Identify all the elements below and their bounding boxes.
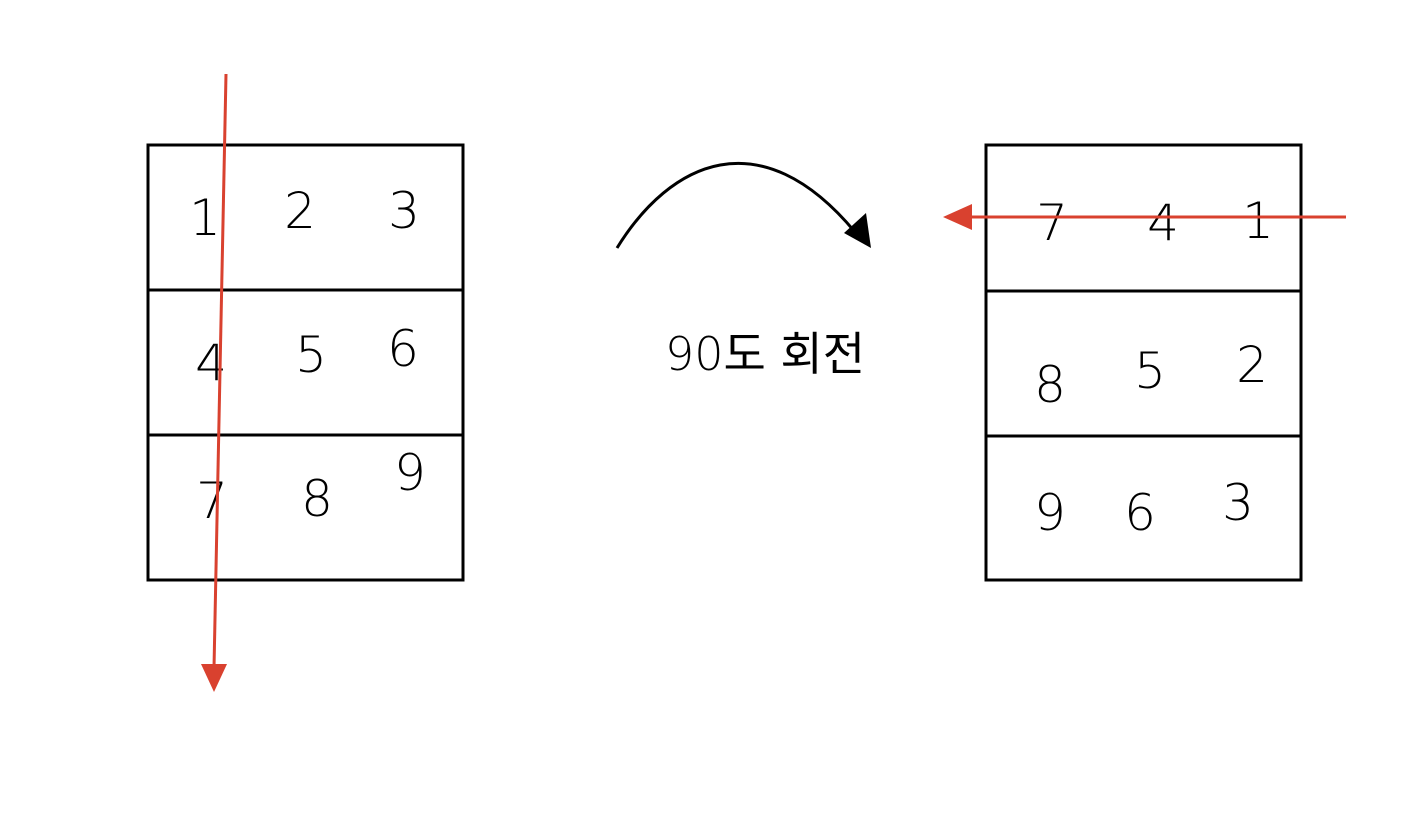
left-red-down-arrow [212, 73, 228, 669]
rotation-curve-arrowhead [844, 213, 871, 248]
left-red-arrowhead [201, 664, 227, 692]
right-matrix-frame [984, 143, 1303, 582]
rotation-curve-arrow [615, 161, 857, 249]
right-cell-r2c2: 5 [1134, 342, 1166, 400]
left-cell-r1c2: 2 [284, 182, 316, 240]
left-cell-r1c3: 3 [388, 182, 420, 240]
left-cell-r3c2: 8 [301, 470, 333, 528]
right-cell-r3c3: 3 [1222, 474, 1254, 532]
right-cell-r2c1: 8 [1034, 356, 1066, 414]
left-cell-r2c2: 5 [295, 326, 327, 384]
left-matrix: 1 2 3 4 5 6 7 8 9 [146, 143, 465, 582]
right-cell-r1c2: 4 [1147, 194, 1179, 252]
right-cell-r1c3: 1 [1242, 192, 1274, 250]
right-cell-r3c2: 6 [1124, 484, 1156, 542]
left-cell-r3c3: 9 [394, 444, 426, 502]
rotation-caption: 90도 회전 [665, 327, 865, 381]
right-matrix: 7 4 1 8 5 2 9 6 3 [984, 143, 1303, 582]
right-cell-r1c1: 7 [1036, 194, 1068, 252]
left-cell-r1c1: 1 [189, 189, 221, 247]
left-cell-r2c3: 6 [387, 320, 419, 378]
right-red-arrowhead [943, 204, 972, 230]
left-cell-r2c1: 4 [195, 334, 227, 392]
left-matrix-frame [146, 143, 465, 582]
left-cell-r3c1: 7 [196, 472, 228, 530]
right-cell-r3c1: 9 [1034, 484, 1066, 542]
right-cell-r2c3: 2 [1236, 336, 1268, 394]
